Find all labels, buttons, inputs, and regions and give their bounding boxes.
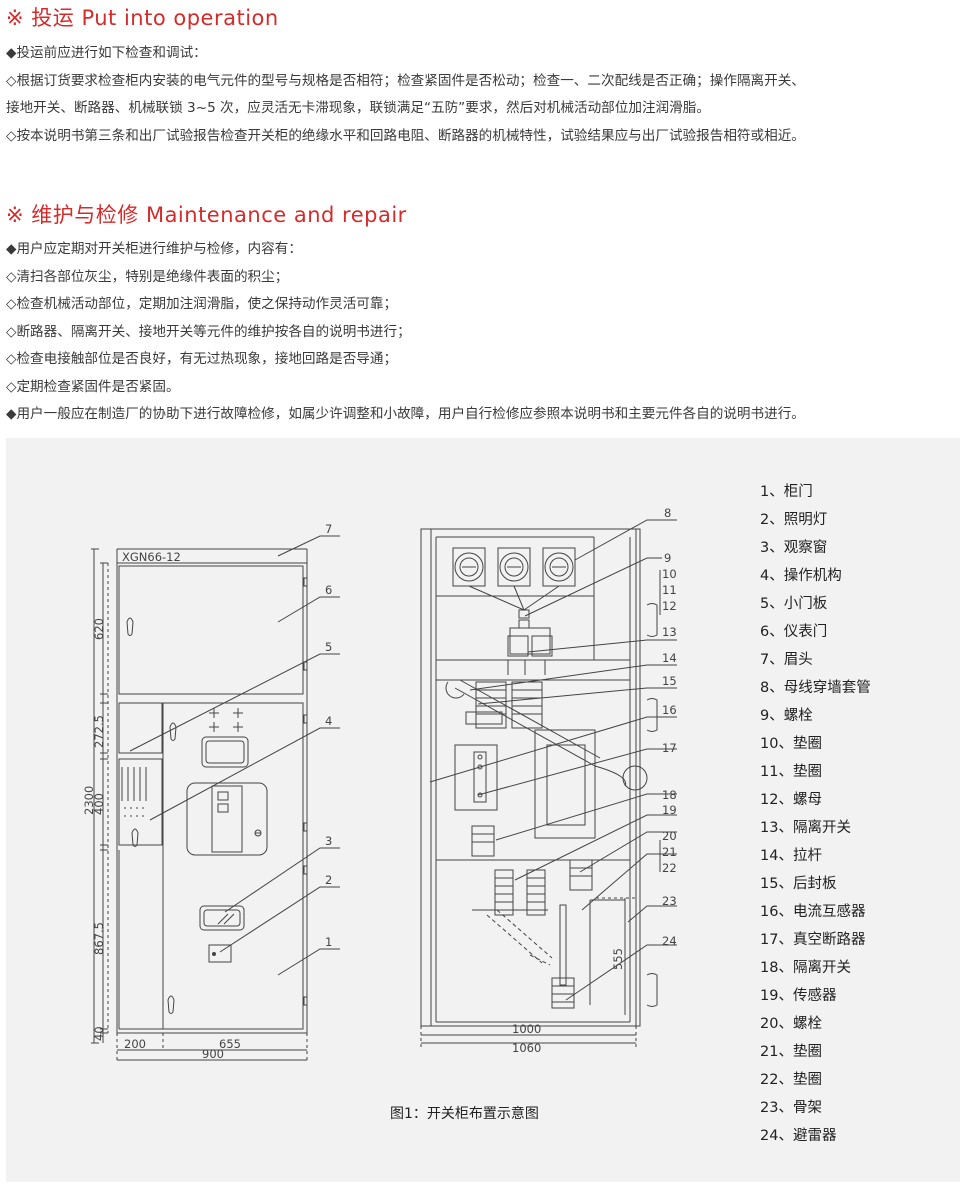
callout-16: 16 [662,703,677,717]
front-view-labels: XGN66-12 620 272.5 400 867.5 40 2300 200… [82,522,332,1061]
callout-5: 5 [325,640,332,654]
callout-7: 7 [325,522,332,536]
legend-item: 6、仪表门 [760,624,828,640]
callout-21: 21 [662,845,677,859]
legend-item: 1、柜门 [760,484,813,500]
dim-1060: 1060 [512,1041,541,1055]
maintenance-line: ◇定期检查紧固件是否紧固。 [6,378,180,395]
legend-item: 4、操作机构 [760,568,842,584]
callout-3: 3 [325,834,332,848]
legend-item: 19、传感器 [760,988,837,1004]
front-view [91,548,308,1061]
side-view [420,528,658,1050]
legend-item: 22、垫圈 [760,1072,822,1088]
maintenance-paragraph: ◆用户应定期对开关柜进行维护与检修，内容有： ◇清扫各部位灰尘，特别是绝缘件表面… [6,236,958,429]
figure-caption: 图1：开关柜布置示意图 [390,1106,539,1122]
legend-item: 13、隔离开关 [760,820,851,836]
legend-item: 10、垫圈 [760,736,822,752]
maintenance-line: ◆用户应定期对开关柜进行维护与检修，内容有： [6,241,302,257]
callout-18: 18 [662,788,677,802]
legend-item: 21、垫圈 [760,1044,822,1060]
callout-6: 6 [325,583,332,597]
legend: 1、柜门 2、照明灯 3、观察窗 4、操作机构 5、小门板 6、仪表门 7、眉头… [760,478,871,1150]
maintenance-line: ◇检查机械活动部位，定期加注润滑脂，使之保持动作灵活可靠； [6,296,398,312]
operation-line: ◇根据订货要求检查柜内安装的电气元件的型号与规格是否相符；检查紧固件是否松动；检… [6,72,805,89]
callout-11: 11 [662,583,677,597]
dim-900: 900 [202,1047,224,1061]
dim-272: 272.5 [92,715,106,748]
legend-item: 5、小门板 [760,596,828,612]
callout-10: 10 [662,567,677,581]
maintenance-line: ◇清扫各部位灰尘，特别是绝缘件表面的积尘； [6,268,289,285]
section-title-operation: ※ 投运 Put into operation [6,6,279,30]
operation-paragraph: ◆投运前应进行如下检查和调试： ◇根据订货要求检查柜内安装的电气元件的型号与规格… [6,40,958,150]
callout-14: 14 [662,651,677,665]
maintenance-line: ◆用户一般应在制造厂的协助下进行故障检修，如属少许调整和小故障，用户自行检修应参… [6,406,805,422]
legend-item: 17、真空断路器 [760,932,866,948]
legend-item: 15、后封板 [760,876,837,892]
callout-15: 15 [662,674,677,688]
dim-620: 620 [92,618,106,640]
callout-23: 23 [662,894,677,908]
dim-2300: 2300 [82,786,96,815]
legend-item: 9、螺栓 [760,708,813,724]
callout-22: 22 [662,861,677,875]
dim-655: 655 [219,1037,241,1051]
legend-item: 24、避雷器 [760,1128,837,1144]
callout-17: 17 [662,741,677,755]
legend-item: 16、电流互感器 [760,904,866,920]
legend-item: 8、母线穿墙套管 [760,680,871,696]
operation-line: 接地开关、断路器、机械联锁 3~5 次，应灵活无卡滞现象，联锁满足“五防”要求，… [6,100,710,116]
legend-item: 23、骨架 [760,1100,822,1116]
callout-12: 12 [662,599,677,613]
operation-line: ◇按本说明书第三条和出厂试验报告检查开关柜的绝缘水平和回路电阻、断路器的机械特性… [6,127,805,144]
legend-item: 3、观察窗 [760,540,828,556]
callout-4: 4 [325,714,332,728]
maintenance-line: ◇断路器、隔离开关、接地开关等元件的维护按各自的说明书进行； [6,323,411,340]
legend-item: 18、隔离开关 [760,960,851,976]
legend-item: 12、螺母 [760,792,822,808]
callout-8: 8 [664,506,671,520]
dim-867: 867.5 [92,922,106,955]
maintenance-line: ◇检查电接触部位是否良好，有无过热现象，接地回路是否导通； [6,351,398,367]
callout-2: 2 [325,873,332,887]
legend-item: 20、螺栓 [760,1016,822,1032]
model-label: XGN66-12 [122,550,181,564]
legend-item: 14、拉杆 [760,848,822,864]
callout-13: 13 [662,625,677,639]
dim-200: 200 [124,1037,146,1051]
legend-item: 7、眉头 [760,652,813,668]
legend-item: 2、照明灯 [760,512,828,528]
callout-24: 24 [662,934,677,948]
dim-400: 400 [92,793,106,815]
section-title-maintenance: ※ 维护与检修 Maintenance and repair [6,203,407,227]
dim-1000: 1000 [512,1022,541,1036]
front-leaders [129,535,340,976]
side-leaders [429,519,677,1001]
callout-1: 1 [325,935,332,949]
legend-item: 11、垫圈 [760,764,822,780]
operation-line: ◆投运前应进行如下检查和调试： [6,45,207,61]
dim-555: 555 [611,948,625,970]
callout-20: 20 [662,829,677,843]
callout-19: 19 [662,803,677,817]
side-view-labels: 1000 1060 555 8 9 10 11 12 13 14 15 16 1… [512,506,677,1055]
callout-9: 9 [664,551,671,565]
dim-40: 40 [92,1026,106,1041]
